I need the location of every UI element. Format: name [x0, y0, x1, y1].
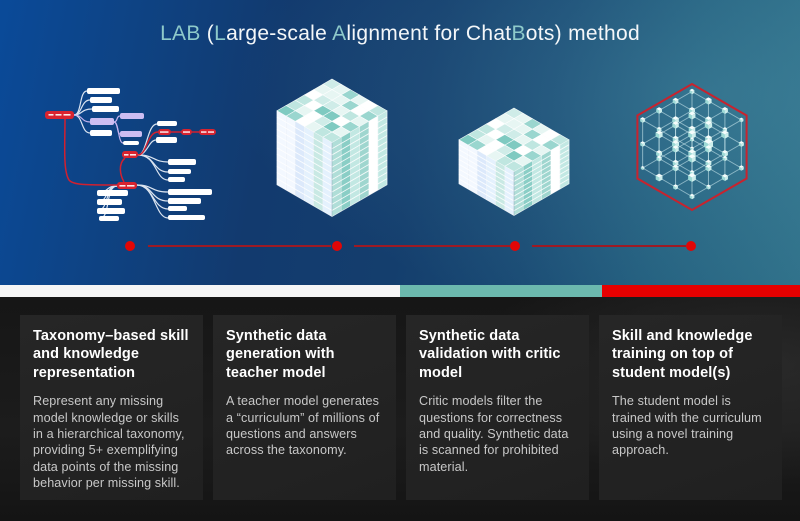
step-panel-4: Skill and knowledge training on top of s…: [599, 315, 782, 500]
step-title: Synthetic data generation with teacher m…: [226, 328, 335, 381]
steps-section: Taxonomy–based skill and knowledge repre…: [0, 297, 800, 521]
data-cube-large-illustration: [276, 78, 388, 218]
page-title: LAB (Large-scale Alignment for ChatBots)…: [0, 22, 800, 46]
step-description: Represent any missing model knowledge or…: [33, 394, 185, 491]
timeline-dot-3: [510, 241, 520, 251]
title-segment: B: [511, 22, 526, 45]
data-cube-small-illustration: [458, 107, 570, 217]
timeline-line-1: [148, 245, 331, 247]
step-title: Synthetic data validation with critic mo…: [419, 328, 561, 381]
stripe-teal-segment: [400, 285, 602, 297]
timeline-dot-1: [125, 241, 135, 251]
timeline-line-3: [532, 245, 686, 247]
title-segment: ots) method: [525, 22, 640, 45]
tree-purple-nodes: [90, 113, 144, 137]
divider-stripe: [0, 285, 800, 297]
timeline-dot-4: [686, 241, 696, 251]
title-segment: lignment for Chat: [346, 22, 512, 45]
step-description: A teacher model generates a “curriculum”…: [226, 394, 380, 458]
title-segment: (: [200, 22, 215, 45]
title-segment: L: [214, 22, 227, 45]
stripe-white-segment: [0, 285, 400, 297]
title-segment: LAB: [160, 22, 201, 45]
tree-white-nodes: [87, 88, 212, 221]
step-panel-3: Synthetic data validation with critic mo…: [406, 315, 589, 500]
step-title: Skill and knowledge training on top of s…: [612, 328, 753, 381]
step-panel-1: Taxonomy–based skill and knowledge repre…: [20, 315, 203, 500]
step-description: The student model is trained with the cu…: [612, 394, 762, 458]
step-description: Critic models filter the questions for c…: [419, 394, 569, 474]
step-panel-2: Synthetic data generation with teacher m…: [213, 315, 396, 500]
step-title: Taxonomy–based skill and knowledge repre…: [33, 328, 189, 381]
tree-red-nodes: [45, 111, 216, 189]
timeline-dot-2: [332, 241, 342, 251]
hero-section: LAB (Large-scale Alignment for ChatBots)…: [0, 0, 800, 285]
timeline-line-2: [354, 245, 510, 247]
stripe-red-segment: [602, 285, 800, 297]
model-lattice-illustration: [636, 82, 748, 212]
title-segment: A: [332, 22, 347, 45]
taxonomy-tree-illustration: [45, 88, 216, 221]
title-segment: arge-scale: [226, 22, 333, 45]
